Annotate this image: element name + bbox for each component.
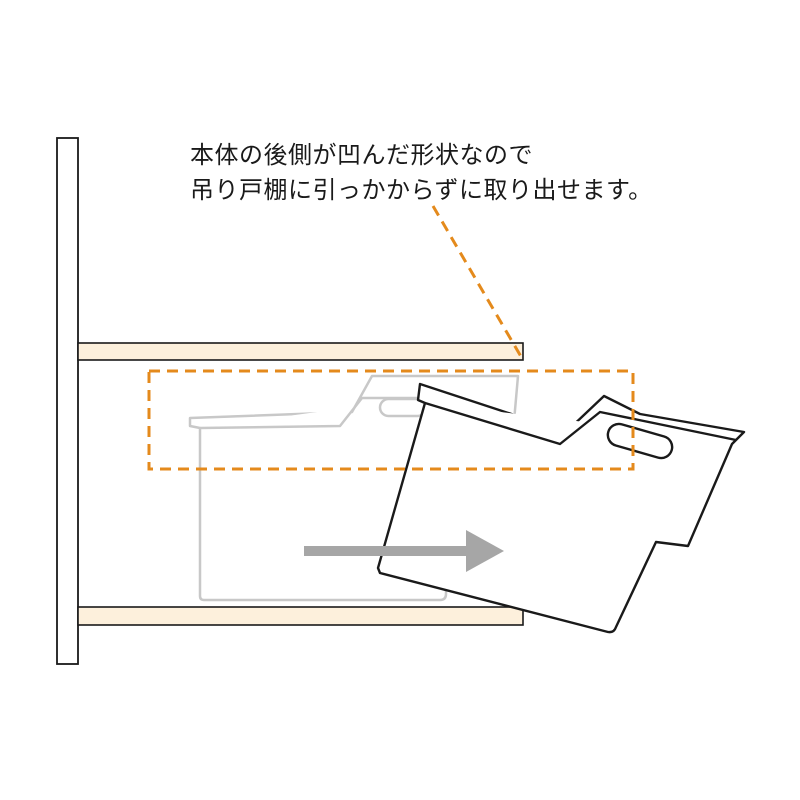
leader-line bbox=[431, 205, 525, 361]
tilted-handle-hole bbox=[606, 422, 674, 460]
highlight-box bbox=[147, 369, 635, 471]
lower-shelf bbox=[77, 606, 524, 626]
pull-arrow bbox=[304, 530, 504, 572]
cabinet-wall bbox=[56, 137, 79, 665]
upper-shelf bbox=[77, 342, 524, 361]
caption-line-2: 吊り戸棚に引っかからずに取り出せます。 bbox=[190, 176, 653, 204]
caption-line-1: 本体の後側が凹んだ形状なので bbox=[190, 141, 533, 169]
